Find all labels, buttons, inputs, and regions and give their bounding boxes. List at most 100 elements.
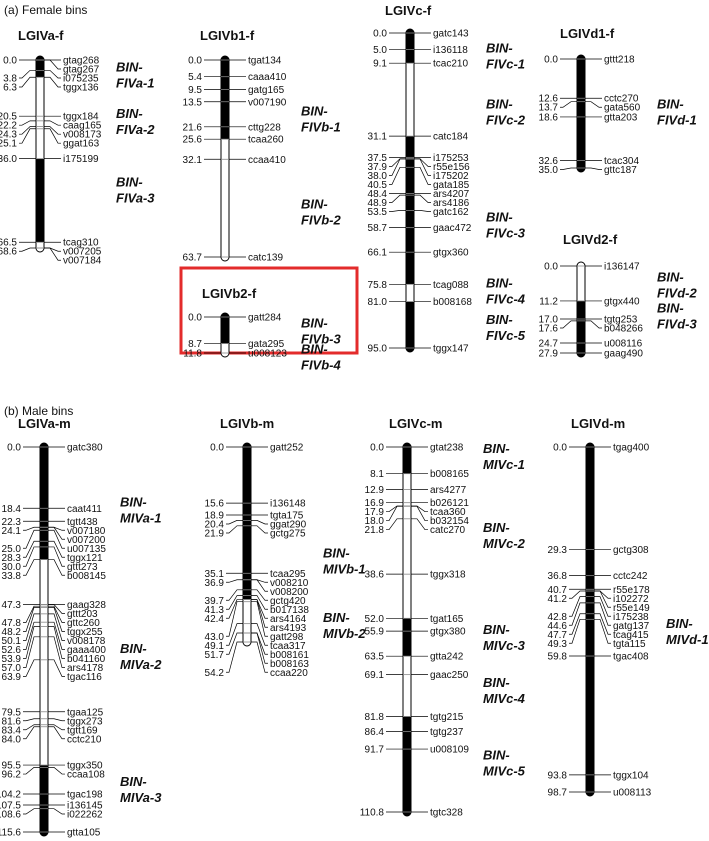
marker-name: gctg275 xyxy=(270,528,306,539)
bin-label-prefix: BIN- xyxy=(486,312,513,327)
marker-name: tgtg215 xyxy=(430,712,464,723)
linkage-group-title: LGIVc-f xyxy=(385,3,432,18)
marker-position: 69.1 xyxy=(365,670,385,681)
bin-label-prefix: BIN- xyxy=(666,616,693,631)
marker-name: gtgx440 xyxy=(604,296,640,307)
bin-label-prefix: BIN- xyxy=(301,342,328,357)
position-connector xyxy=(569,602,586,626)
marker-name: i075235 xyxy=(63,74,99,85)
marker-position: 84.0 xyxy=(2,734,22,745)
position-connector xyxy=(226,579,243,583)
marker-name: gaag328 xyxy=(67,600,106,611)
marker-position: 0.0 xyxy=(373,29,387,40)
position-connector xyxy=(389,194,406,203)
marker-position: 36.8 xyxy=(548,571,568,582)
bin-label-prefix: BIN- xyxy=(657,269,684,284)
marker-name: ggat290 xyxy=(270,519,307,530)
marker-name: tgtt438 xyxy=(67,517,98,528)
marker-connector xyxy=(251,595,268,610)
marker-connector xyxy=(251,623,268,646)
marker-position: 22.3 xyxy=(2,517,22,528)
bin-label-prefix: BIN- xyxy=(116,59,143,74)
marker-connector xyxy=(414,166,431,185)
bin-label-name: MIVc-4 xyxy=(483,691,526,706)
marker-position: 39.7 xyxy=(205,596,225,607)
marker-connector xyxy=(414,158,431,167)
bin-label-name: MIVc-5 xyxy=(483,763,526,778)
position-connector xyxy=(19,126,36,135)
marker-name: gata295 xyxy=(248,339,285,350)
marker-name: tggx147 xyxy=(433,344,469,355)
marker-name: tgtg237 xyxy=(430,727,464,738)
bin-label-prefix: BIN- xyxy=(483,675,510,690)
marker-name: b008163 xyxy=(270,659,309,670)
marker-position: 50.1 xyxy=(2,636,22,647)
marker-position: 25.1 xyxy=(0,139,17,150)
marker-name: i175238 xyxy=(613,612,649,623)
marker-name: r55e178 xyxy=(613,585,650,596)
marker-connector xyxy=(594,613,611,635)
marker-name: tgat134 xyxy=(248,56,282,67)
marker-name: i136147 xyxy=(604,262,640,273)
bin-label-prefix: BIN- xyxy=(116,175,143,190)
marker-connector xyxy=(44,247,61,261)
marker-name: tgtt169 xyxy=(67,725,98,736)
marker-connector xyxy=(251,599,268,628)
marker-name: gtgx360 xyxy=(433,248,469,259)
marker-position: 108.6 xyxy=(0,810,21,821)
marker-position: 18.6 xyxy=(539,112,559,123)
marker-connector xyxy=(585,320,602,329)
marker-position: 12.6 xyxy=(539,94,559,105)
position-connector xyxy=(23,540,40,558)
marker-position: 41.3 xyxy=(205,605,225,616)
position-connector xyxy=(569,596,586,617)
marker-name: gata560 xyxy=(604,103,641,114)
position-connector xyxy=(386,518,403,531)
marker-name: v008173 xyxy=(63,130,102,141)
linkage-group-title: LGIVb2-f xyxy=(202,286,257,301)
position-connector xyxy=(226,601,243,637)
marker-connector xyxy=(48,540,65,558)
marker-position: 22.2 xyxy=(0,121,17,132)
marker-position: 81.0 xyxy=(368,297,388,308)
marker-position: 37.9 xyxy=(368,162,388,173)
marker-position: 38.6 xyxy=(365,570,385,581)
panel-b-label: (b) Male bins xyxy=(4,404,73,418)
marker-position: 0.0 xyxy=(210,443,224,454)
bin-segment xyxy=(243,447,251,600)
marker-position: 11.8 xyxy=(183,349,202,360)
marker-position: 25.6 xyxy=(183,135,203,146)
position-connector xyxy=(389,158,406,167)
bin-label-name: MIVa-3 xyxy=(120,790,162,805)
position-connector xyxy=(226,641,243,673)
marker-position: 47.7 xyxy=(548,630,568,641)
marker-name: ars4207 xyxy=(433,189,470,200)
marker-name: tggx273 xyxy=(67,716,103,727)
marker-position: 18.9 xyxy=(205,510,225,521)
marker-name: gatc380 xyxy=(67,443,103,454)
bin-label-prefix: BIN- xyxy=(301,196,328,211)
marker-connector xyxy=(585,101,602,108)
marker-connector xyxy=(48,767,65,775)
marker-name: gaac472 xyxy=(433,223,472,234)
marker-name: v007200 xyxy=(67,535,106,546)
marker-name: tgtg253 xyxy=(604,315,638,326)
marker-name: r55e156 xyxy=(433,162,470,173)
linkage-group-lgivd2-f: LGIVd2-fi1361470.0gtgx44011.2tgtg25317.0… xyxy=(539,232,698,360)
marker-connector xyxy=(251,579,268,592)
marker-name: b017138 xyxy=(270,605,309,616)
marker-connector xyxy=(48,621,65,650)
bin-label-name: FIVd-1 xyxy=(657,113,697,128)
marker-connector xyxy=(44,59,61,70)
marker-name: gaaa400 xyxy=(67,645,106,656)
marker-position: 32.1 xyxy=(183,155,203,166)
marker-name: gtgx380 xyxy=(430,627,466,638)
marker-name: b008168 xyxy=(433,297,472,308)
position-connector xyxy=(389,158,406,176)
bin-label-prefix: BIN- xyxy=(323,545,350,560)
bin-label-prefix: BIN- xyxy=(486,209,513,224)
marker-name: tggx318 xyxy=(430,570,466,581)
marker-position: 35.1 xyxy=(205,569,225,580)
linkage-group-title: LGIVd-m xyxy=(571,416,625,431)
marker-name: gttc260 xyxy=(67,618,100,629)
